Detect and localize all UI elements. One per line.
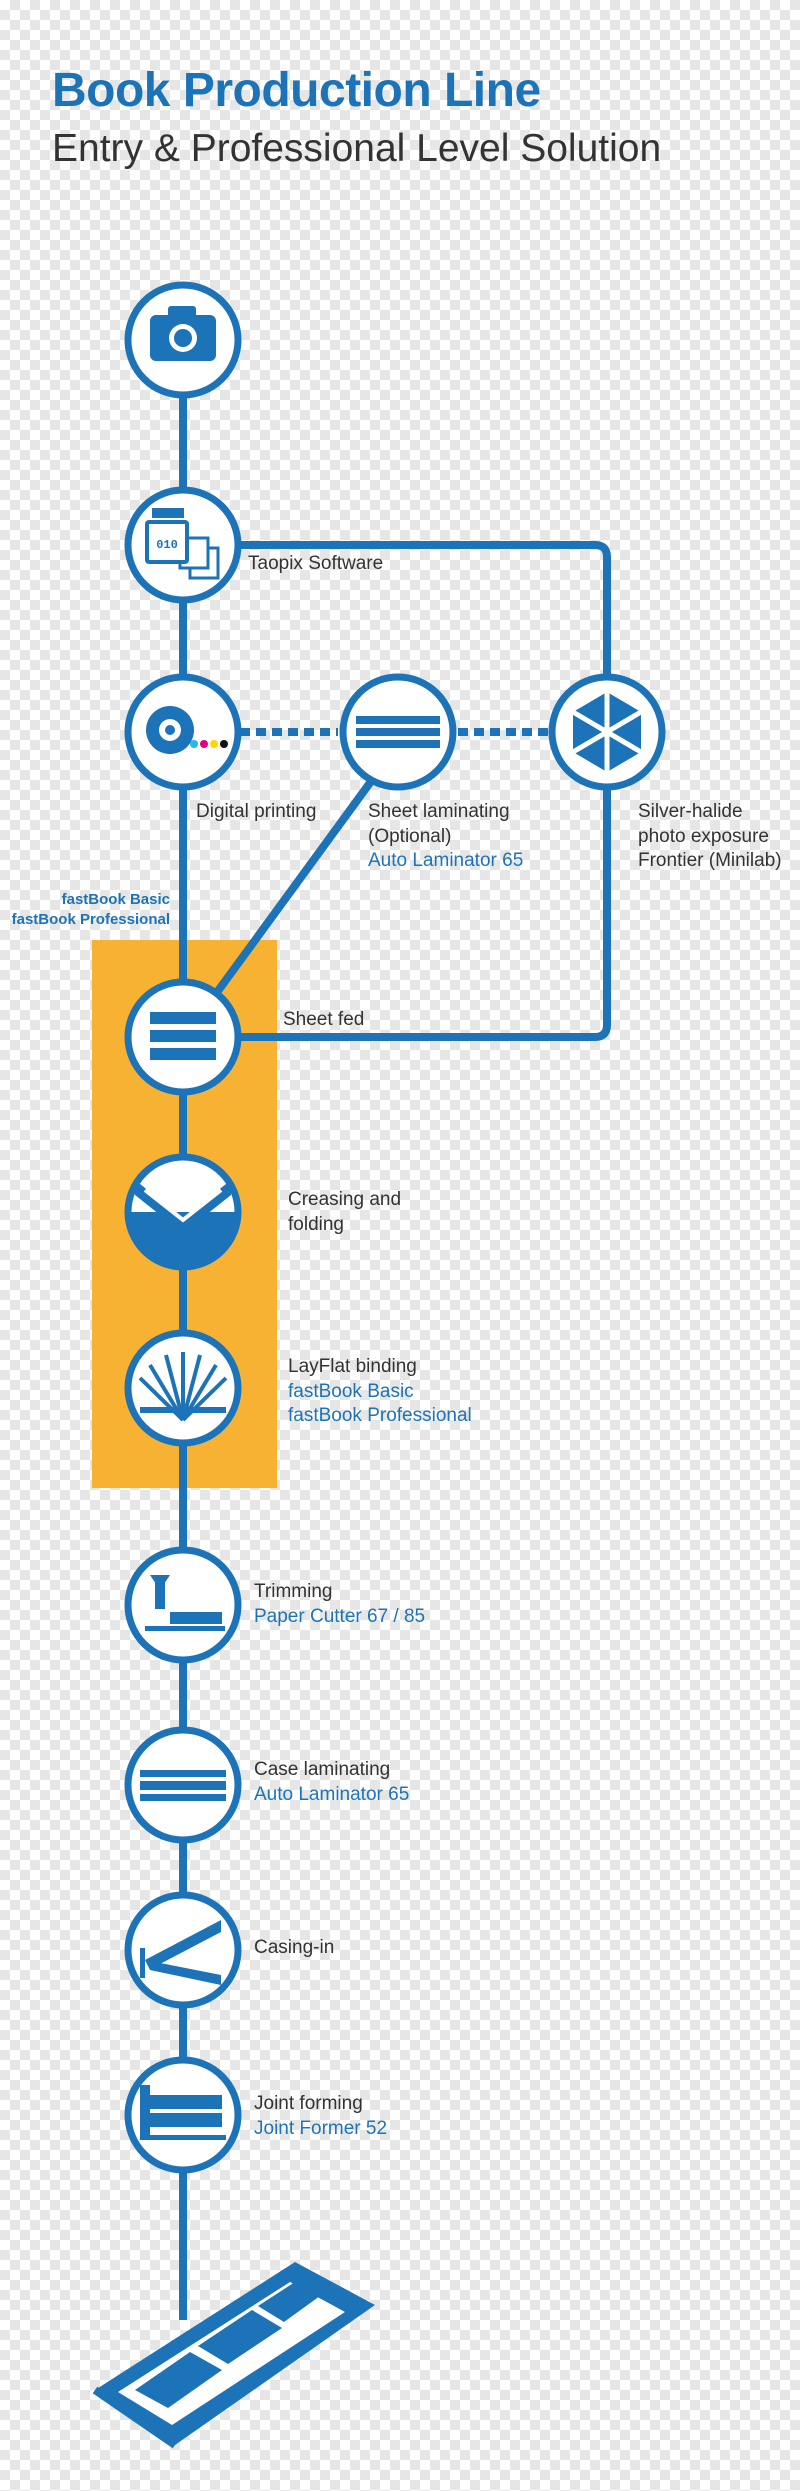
case-laminating-title: Case laminating (254, 1759, 391, 1780)
camera-icon (150, 306, 216, 361)
silver-halide-label: Silver-halide photo exposure Frontier (M… (638, 800, 782, 874)
case-laminating-label: Case laminating Auto Laminator 65 (254, 1758, 409, 1807)
sheet-laminating-title: Sheet laminating (368, 801, 510, 822)
printer-disc-icon (146, 706, 228, 754)
joint-forming-label: Joint forming Joint Former 52 (254, 2092, 387, 2141)
fastbook-group-professional: fastBook Professional (11, 910, 170, 928)
svg-text:010: 010 (156, 538, 178, 552)
hexagon-icon (571, 692, 643, 772)
cutter-icon (145, 1575, 225, 1631)
digital-printing-label: Digital printing (196, 801, 317, 822)
page-subtitle: Entry & Professional Level Solution (52, 127, 662, 170)
casing-in-label: Casing-in (254, 1937, 335, 1958)
creasing-line2: folding (288, 1213, 344, 1235)
silver-halide-line2: photo exposure (638, 825, 769, 847)
fastbook-group-basic: fastBook Basic (61, 891, 170, 908)
layflat-title: LayFlat binding (288, 1356, 417, 1377)
joint-forming-product: Joint Former 52 (254, 2117, 388, 2139)
trimming-node (124, 1546, 242, 1664)
layflat-label: LayFlat binding fastBook Basic fastBook … (288, 1355, 472, 1429)
laminating-to-sheetfed-line (211, 777, 376, 998)
joint-forming-title: Joint forming (254, 2093, 363, 2114)
fold-icon (128, 1180, 238, 1267)
sheet-laminating-optional: (Optional) (368, 825, 452, 847)
open-book-icon (92, 2262, 375, 2449)
sheet-laminating-product: Auto Laminator 65 (368, 850, 524, 872)
layflat-product2: fastBook Professional (288, 1405, 472, 1427)
layflat-product1: fastBook Basic (288, 1380, 414, 1402)
sheet-stack-icon (150, 1012, 216, 1060)
silver-halide-line3: Frontier (Minilab) (638, 850, 782, 872)
silverhalide-to-sheetfed-line (236, 786, 611, 1041)
joint-icon (140, 2085, 226, 2140)
taopix-label: Taopix Software (248, 553, 384, 574)
creasing-line1: Creasing and (288, 1189, 402, 1210)
sheet-fed-label: Sheet fed (283, 1009, 365, 1030)
trimming-product: Paper Cutter 67 / 85 (254, 1605, 426, 1627)
creasing-label: Creasing and folding (288, 1188, 401, 1237)
fastbook-group-label: fastBook Basic fastBook Professional (12, 890, 170, 929)
case-laminating-product: Auto Laminator 65 (254, 1783, 410, 1805)
trimming-label: Trimming Paper Cutter 67 / 85 (254, 1580, 425, 1629)
case-laminator-icon (140, 1770, 226, 1801)
casing-icon (140, 1920, 221, 1985)
laminator-icon (356, 716, 440, 748)
silver-halide-line1: Silver-halide (638, 801, 743, 822)
trimming-title: Trimming (254, 1581, 333, 1602)
taopix-to-silverhalide-line (236, 541, 611, 678)
document-010-icon: 010 (145, 508, 220, 580)
sheet-laminating-label: Sheet laminating (Optional) Auto Laminat… (368, 800, 523, 874)
fan-pages-icon (138, 1352, 228, 1422)
page-title: Book Production Line (52, 64, 541, 117)
